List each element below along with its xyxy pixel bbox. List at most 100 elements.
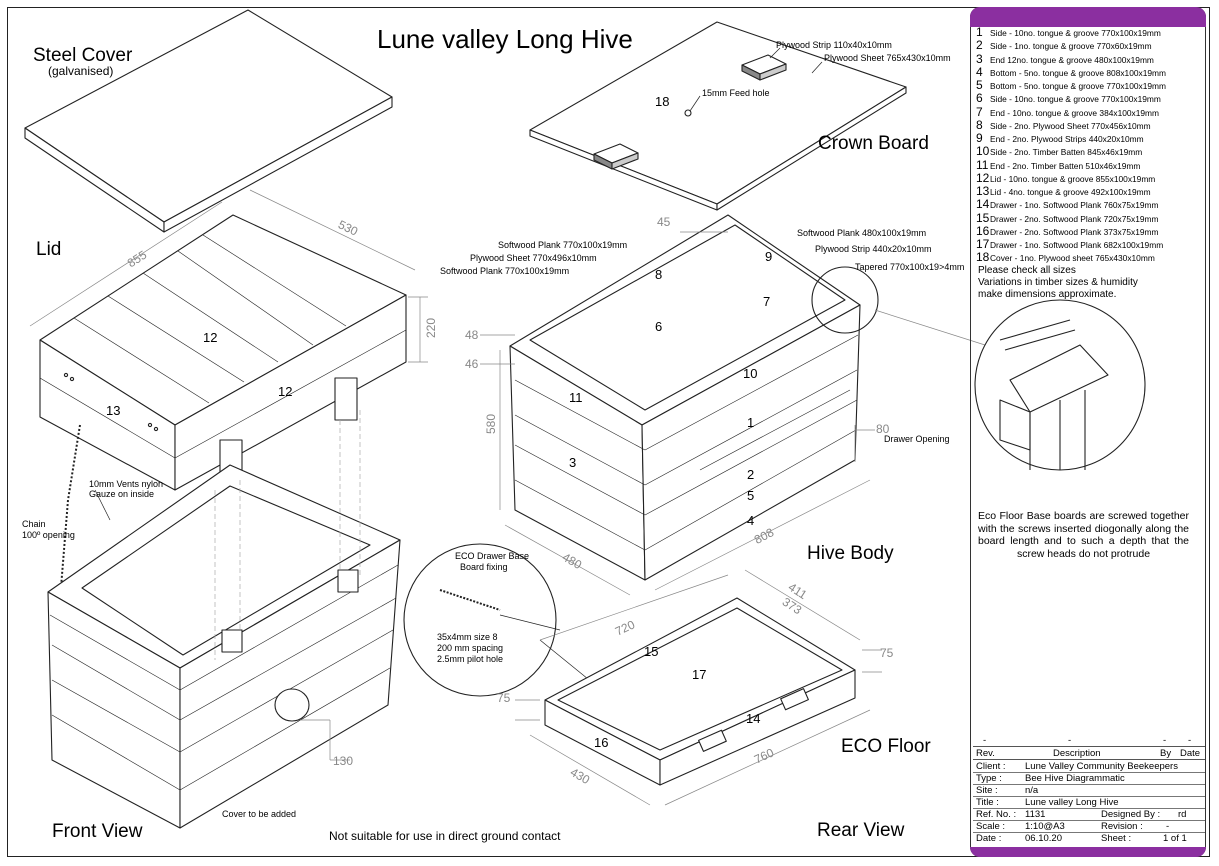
drawing-title: Lune valley Long Hive	[377, 24, 633, 54]
ref-row: Ref. No. : 1131 Designed By : rd	[973, 808, 1205, 821]
ground-contact-note: Not suitable for use in direct ground co…	[329, 829, 561, 843]
eco-floor	[515, 569, 882, 806]
front-body	[47, 410, 401, 829]
crown-part-18: 18	[655, 94, 670, 109]
body-plywood-strip: Plywood Strip 440x20x10mm	[815, 244, 932, 254]
screw-size-label: 35x4mm size 8	[437, 632, 498, 642]
type-row: Type : Bee Hive Diagrammatic	[973, 772, 1205, 785]
crown-board-label: Crown Board	[818, 133, 929, 154]
body-plywood-sheet: Plywood Sheet 770x496x10mm	[470, 253, 597, 263]
note-line: Please check all sizes	[978, 265, 1076, 276]
eco-drawer-base-label: ECO Drawer Base	[455, 551, 530, 561]
steel-cover-label: Steel Cover	[33, 45, 133, 66]
title-row: Title : Lune valley Long Hive	[973, 796, 1205, 809]
note-line: make dimensions approximate.	[978, 289, 1117, 300]
screw-detail	[403, 543, 621, 706]
body-part-6: 6	[655, 319, 663, 334]
body-dim-580: 580	[484, 413, 499, 435]
hive-body-label: Hive Body	[807, 543, 894, 564]
body-part-1: 1	[747, 415, 755, 430]
eco-floor-label: ECO Floor	[841, 736, 931, 757]
rear-view-label: Rear View	[817, 820, 905, 841]
front-dim-130: 130	[333, 754, 354, 768]
drawing-frame	[7, 7, 1210, 857]
chain-opening-label: 100º opening	[22, 530, 75, 540]
lid	[29, 189, 428, 521]
lid-part-12-side: 12	[278, 384, 293, 399]
size-notes: Please check all sizes Variations in tim…	[978, 265, 1198, 301]
lid-vents-note: 10mm Vents nylon	[89, 479, 164, 489]
client-row: Client : Lune Valley Community Beekeeper…	[973, 760, 1205, 773]
lid-part-12-top: 12	[203, 330, 218, 345]
chain	[59, 424, 81, 601]
floor-part-15: 15	[644, 644, 659, 659]
body-part-9: 9	[765, 249, 773, 264]
screw-spacing-label: 200 mm spacing	[437, 643, 504, 653]
board-fixing-label: Board fixing	[460, 562, 508, 572]
body-softwood-plank-c: Softwood Plank 480x100x19mm	[797, 228, 927, 238]
floor-dim-75-right: 75	[880, 646, 894, 660]
steel-cover-sub: (galvanised)	[48, 64, 114, 78]
body-part-2: 2	[747, 467, 755, 482]
floor-part-17: 17	[692, 667, 707, 682]
crown-plywood-sheet: Plywood Sheet 765x430x10mm	[824, 53, 951, 63]
body-dim-46: 46	[465, 357, 479, 371]
crown-board	[529, 21, 907, 211]
eco-floor-note: Eco Floor Base boards are screwed togeth…	[978, 510, 1189, 560]
body-dim-45: 45	[657, 215, 671, 229]
lid-label: Lid	[36, 239, 62, 260]
body-part-8: 8	[655, 267, 663, 282]
front-view-label: Front View	[52, 821, 143, 842]
body-drawer-opening: Drawer Opening	[884, 434, 950, 444]
hive-body	[480, 214, 986, 596]
body-softwood-plank-a: Softwood Plank 770x100x19mm	[498, 240, 628, 250]
floor-dim-75-left: 75	[497, 691, 511, 705]
body-part-10: 10	[743, 366, 758, 381]
rev-header-row: Rev. Description By Date	[973, 746, 1205, 760]
crown-feed-hole: 15mm Feed hole	[702, 88, 770, 98]
floor-part-16: 16	[594, 735, 609, 750]
steel-cover	[24, 9, 393, 233]
date-row: Date : 06.10.20 Sheet : 1 of 1	[976, 833, 1187, 844]
floor-part-14: 14	[746, 711, 761, 726]
body-part-7: 7	[763, 294, 771, 309]
crown-plywood-strip: Plywood Strip 110x40x10mm	[776, 40, 892, 50]
body-part-5: 5	[747, 488, 755, 503]
lid-gauze-note: Gauze on inside	[89, 489, 155, 499]
note-line: Variations in timber sizes & humidity	[978, 277, 1138, 288]
corner-detail	[974, 299, 1146, 471]
body-part-3: 3	[569, 455, 577, 470]
site-row: Site : n/a	[973, 784, 1205, 797]
body-part-4: 4	[747, 513, 755, 528]
lid-dim-220: 220	[424, 317, 439, 339]
panel-footer-bar	[970, 847, 1206, 857]
lid-part-13: 13	[106, 403, 121, 418]
body-dim-48: 48	[465, 328, 479, 342]
cover-note: Cover to be added	[222, 809, 297, 819]
side-panel	[970, 7, 1206, 857]
panel-header-bar	[970, 7, 1206, 27]
body-dim-80: 80	[876, 422, 890, 436]
body-tapered: Tapered 770x100x19>4mm	[855, 262, 965, 272]
chain-label: Chain	[22, 519, 46, 529]
